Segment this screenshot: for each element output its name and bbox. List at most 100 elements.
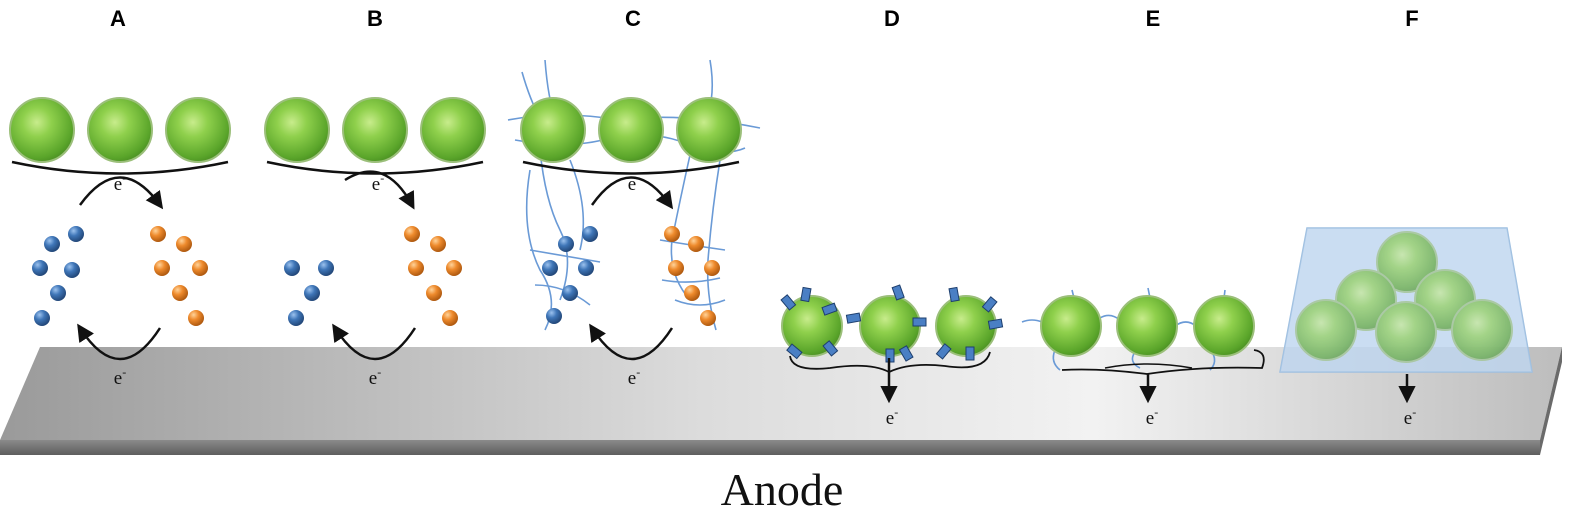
mediator-reduced: [176, 236, 192, 252]
electron-label: e-: [114, 365, 126, 389]
cytochrome: [987, 318, 1004, 330]
panel-e-cells: [1040, 295, 1255, 357]
mediator-reduced: [430, 236, 446, 252]
electron-label: e-: [369, 365, 381, 389]
nanowire: [1174, 321, 1197, 327]
anode-label: Anode: [721, 464, 844, 515]
mediator-reduced: [154, 260, 170, 276]
panel-label-c: C: [625, 6, 641, 31]
mediator-reduced: [172, 285, 188, 301]
bacterial-cell: [420, 97, 486, 163]
mediator-oxidized: [304, 285, 320, 301]
bacterial-cell: [598, 97, 664, 163]
panel-label-b: B: [367, 6, 383, 31]
cytochrome: [935, 343, 952, 360]
cytochrome: [821, 302, 838, 316]
panel-labels: A B C D E F: [110, 6, 1419, 31]
mediator-oxidized: [32, 260, 48, 276]
mediator-oxidized: [44, 236, 60, 252]
nanowire: [569, 159, 585, 251]
nanowire: [674, 299, 726, 306]
bacterial-cell: [87, 97, 153, 163]
anode-front-edge: [0, 440, 1540, 455]
mediator-oxidized: [318, 260, 334, 276]
oxidized-mediators: [32, 226, 84, 326]
mediator-reduced: [684, 285, 700, 301]
mediator-oxidized: [50, 285, 66, 301]
bacterial-cell: [1295, 299, 1357, 361]
panel-f: e-: [1279, 227, 1533, 429]
mediator-reduced: [688, 236, 704, 252]
bacterial-cell: [9, 97, 75, 163]
mediator-reduced: [446, 260, 462, 276]
cell-connector: [522, 160, 740, 175]
nanowire: [706, 159, 721, 331]
nanowire: [661, 277, 721, 283]
nanowire: [1021, 319, 1043, 323]
mediator-reduced: [700, 310, 716, 326]
bacterial-cell: [342, 97, 408, 163]
panel-a-cells: [9, 97, 231, 163]
cell-connector: [1061, 349, 1265, 375]
cytochrome: [912, 317, 927, 327]
bacterial-cell: [676, 97, 742, 163]
oxidized-mediators: [284, 260, 334, 326]
cytochrome: [780, 294, 797, 311]
panel-b: e- e-: [264, 97, 486, 389]
cytochrome: [891, 284, 905, 301]
electron-transfer-arrow-top: [344, 170, 415, 210]
mediator-oxidized: [578, 260, 594, 276]
mediator-oxidized: [68, 226, 84, 242]
bacterial-cell: [165, 97, 231, 163]
electron-label: e-: [1146, 405, 1158, 429]
bacterial-cell: [1116, 295, 1178, 357]
bacterial-cell: [1451, 299, 1513, 361]
oxidized-mediators: [542, 226, 598, 324]
mediator-oxidized: [288, 310, 304, 326]
mediator-oxidized: [34, 310, 50, 326]
cell-connector: [11, 160, 229, 175]
mediator-reduced: [404, 226, 420, 242]
cytochrome: [845, 312, 862, 324]
bacterial-cell: [1193, 295, 1255, 357]
cytochrome: [981, 296, 998, 313]
panel-d-cells: [781, 295, 997, 357]
panel-label-f: F: [1405, 6, 1418, 31]
mediator-reduced: [668, 260, 684, 276]
panel-label-d: D: [884, 6, 900, 31]
biofilm-matrix-overlay: [1280, 228, 1532, 372]
electron-transfer-arrow-bottom: [77, 323, 162, 361]
cell-connector: [266, 160, 484, 175]
cytochrome: [898, 345, 914, 362]
panel-a: e- e-: [9, 97, 231, 389]
mediator-reduced: [408, 260, 424, 276]
electron-transfer-arrow-top: [78, 176, 164, 210]
mediator-oxidized: [562, 285, 578, 301]
electron-label: e-: [628, 171, 640, 195]
mediator-reduced: [704, 260, 720, 276]
cytochromes: [780, 284, 1004, 363]
mediator-reduced: [426, 285, 442, 301]
bacterial-cell: [1376, 231, 1438, 293]
cytochrome: [948, 286, 960, 303]
electron-transfer-arrow-bottom: [332, 323, 417, 361]
mediator-reduced: [192, 260, 208, 276]
cytochrome: [965, 346, 975, 361]
bacterial-cell: [859, 295, 921, 357]
electron-label: e-: [372, 171, 384, 195]
cell-connector: [1104, 363, 1193, 369]
panel-c-cells: [520, 97, 742, 163]
electron-label: e-: [114, 171, 126, 195]
mediator-oxidized: [284, 260, 300, 276]
reduced-mediators: [150, 226, 208, 326]
mediator-reduced: [188, 310, 204, 326]
reduced-mediators: [664, 226, 720, 326]
electron-label: e-: [1404, 405, 1416, 429]
bacterial-cell: [1040, 295, 1102, 357]
panel-label-e: E: [1146, 6, 1161, 31]
mediator-oxidized: [542, 260, 558, 276]
mediator-oxidized: [582, 226, 598, 242]
cytochrome: [822, 340, 839, 357]
panel-c: e- e-: [507, 59, 761, 389]
